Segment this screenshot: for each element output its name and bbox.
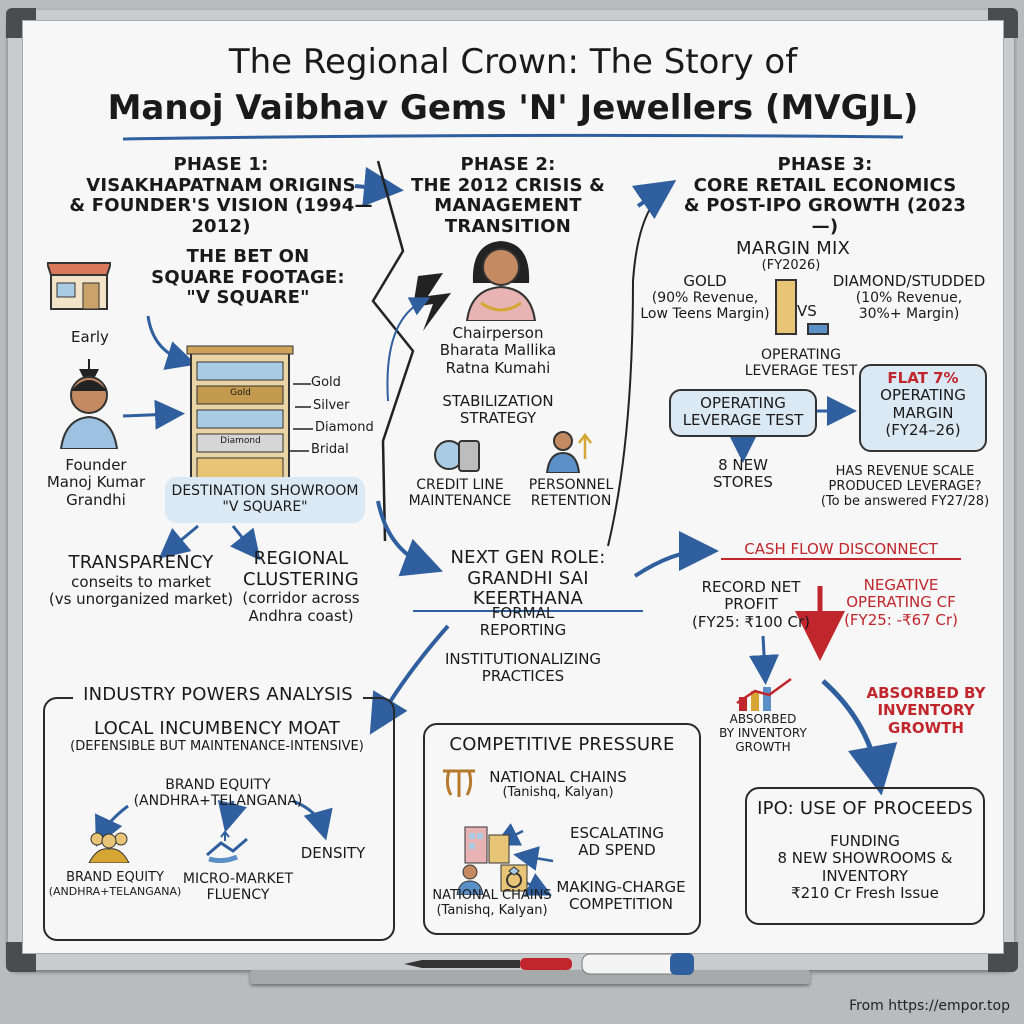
whiteboard: The Regional Crown: The Story of Manoj V… [22,20,1004,954]
chairperson-avatar [461,233,541,322]
national-chains-bottom: NATIONAL CHAINS(Tanishq, Kalyan) [432,888,552,918]
floor-diamond: Diamond [315,420,374,435]
handshake-icon [203,829,251,864]
density-node: DENSITY [300,844,366,862]
source-credit: From https://empor.top [849,998,1010,1014]
floor-gold: Gold [311,375,341,390]
title-line-2: Manoj Vaibhav Gems 'N' Jewellers (MVGJL) [107,88,919,128]
brand-equity-bottom: BRAND EQUITY(ANDHRA+TELANGANA) [48,870,182,898]
diamond-ring-icon [499,863,529,893]
early-label: Early [71,328,109,346]
national-chains-top: NATIONAL CHAINS(Tanishq, Kalyan) [489,768,627,801]
personnel-icon [543,429,593,474]
gold-bar [775,279,797,335]
vs-label: VS [797,302,817,320]
diamond-bar [807,323,829,335]
phase3-heading: PHASE 3:CORE RETAIL ECONOMICS& POST-IPO … [683,154,967,238]
phase2-heading: PHASE 2:THE 2012 CRISIS &MANAGEMENT TRAN… [410,154,606,238]
margin-mix-title: MARGIN MIX [736,238,850,259]
title-line-1: The Regional Crown: The Story of [228,42,798,82]
shopper-icon [455,863,485,896]
brand-equity-top: BRAND EQUITY(ANDHRA+TELANGANA) [133,777,303,810]
regional-clustering-node: REGIONAL CLUSTERING (corridor across And… [242,548,360,625]
founder-avatar [57,369,121,450]
phase1-heading: PHASE 1:VISAKHAPATNAM ORIGINS& FOUNDER'S… [69,154,373,238]
margin-mix-year: (FY2026) [761,258,821,273]
building-diamond-sign: Diamond [220,436,261,446]
destination-showroom-box: DESTINATION SHOWROOM"V SQUARE" [165,477,365,523]
competitive-box: COMPETITIVE PRESSURE [423,723,701,935]
diamond-segment: DIAMOND/STUDDED(10% Revenue,30%+ Margin) [832,272,986,323]
people-group-icon [85,829,133,864]
cash-flow-title: CASH FLOW DISCONNECT [721,540,961,561]
competitive-title: COMPETITIVE PRESSURE [449,734,675,755]
gold-segment: GOLD(90% Revenue,Low Teens Margin) [640,272,770,323]
industry-title: INDUSTRY POWERS ANALYSIS [73,684,363,706]
floor-bridal: Bridal [311,442,349,457]
v-square-building-icon: Gold Diamond [183,336,298,486]
next-gen-role: NEXT GEN ROLE: GRANDHI SAI KEERTHANA [413,547,643,613]
ipo-title: IPO: USE OF PROCEEDS [757,798,973,819]
flat-margin-box: FLAT 7% OPERATING MARGIN (FY24–26) [859,364,987,452]
transparency-node: TRANSPARENCY conseits to market (vs unor… [48,552,234,608]
retail-store-icon [463,821,513,865]
local-incumbency-moat: LOCAL INCUMBENCY MOAT (DEFENSIBLE BUT MA… [70,718,364,754]
shop-icon [45,255,113,311]
floor-silver: Silver [313,398,350,413]
growth-chart-icon [735,677,795,713]
marker-icon [402,950,702,976]
brand-logo-icon [441,765,477,799]
building-gold-sign: Gold [230,388,251,398]
credit-line-icon [433,433,483,473]
